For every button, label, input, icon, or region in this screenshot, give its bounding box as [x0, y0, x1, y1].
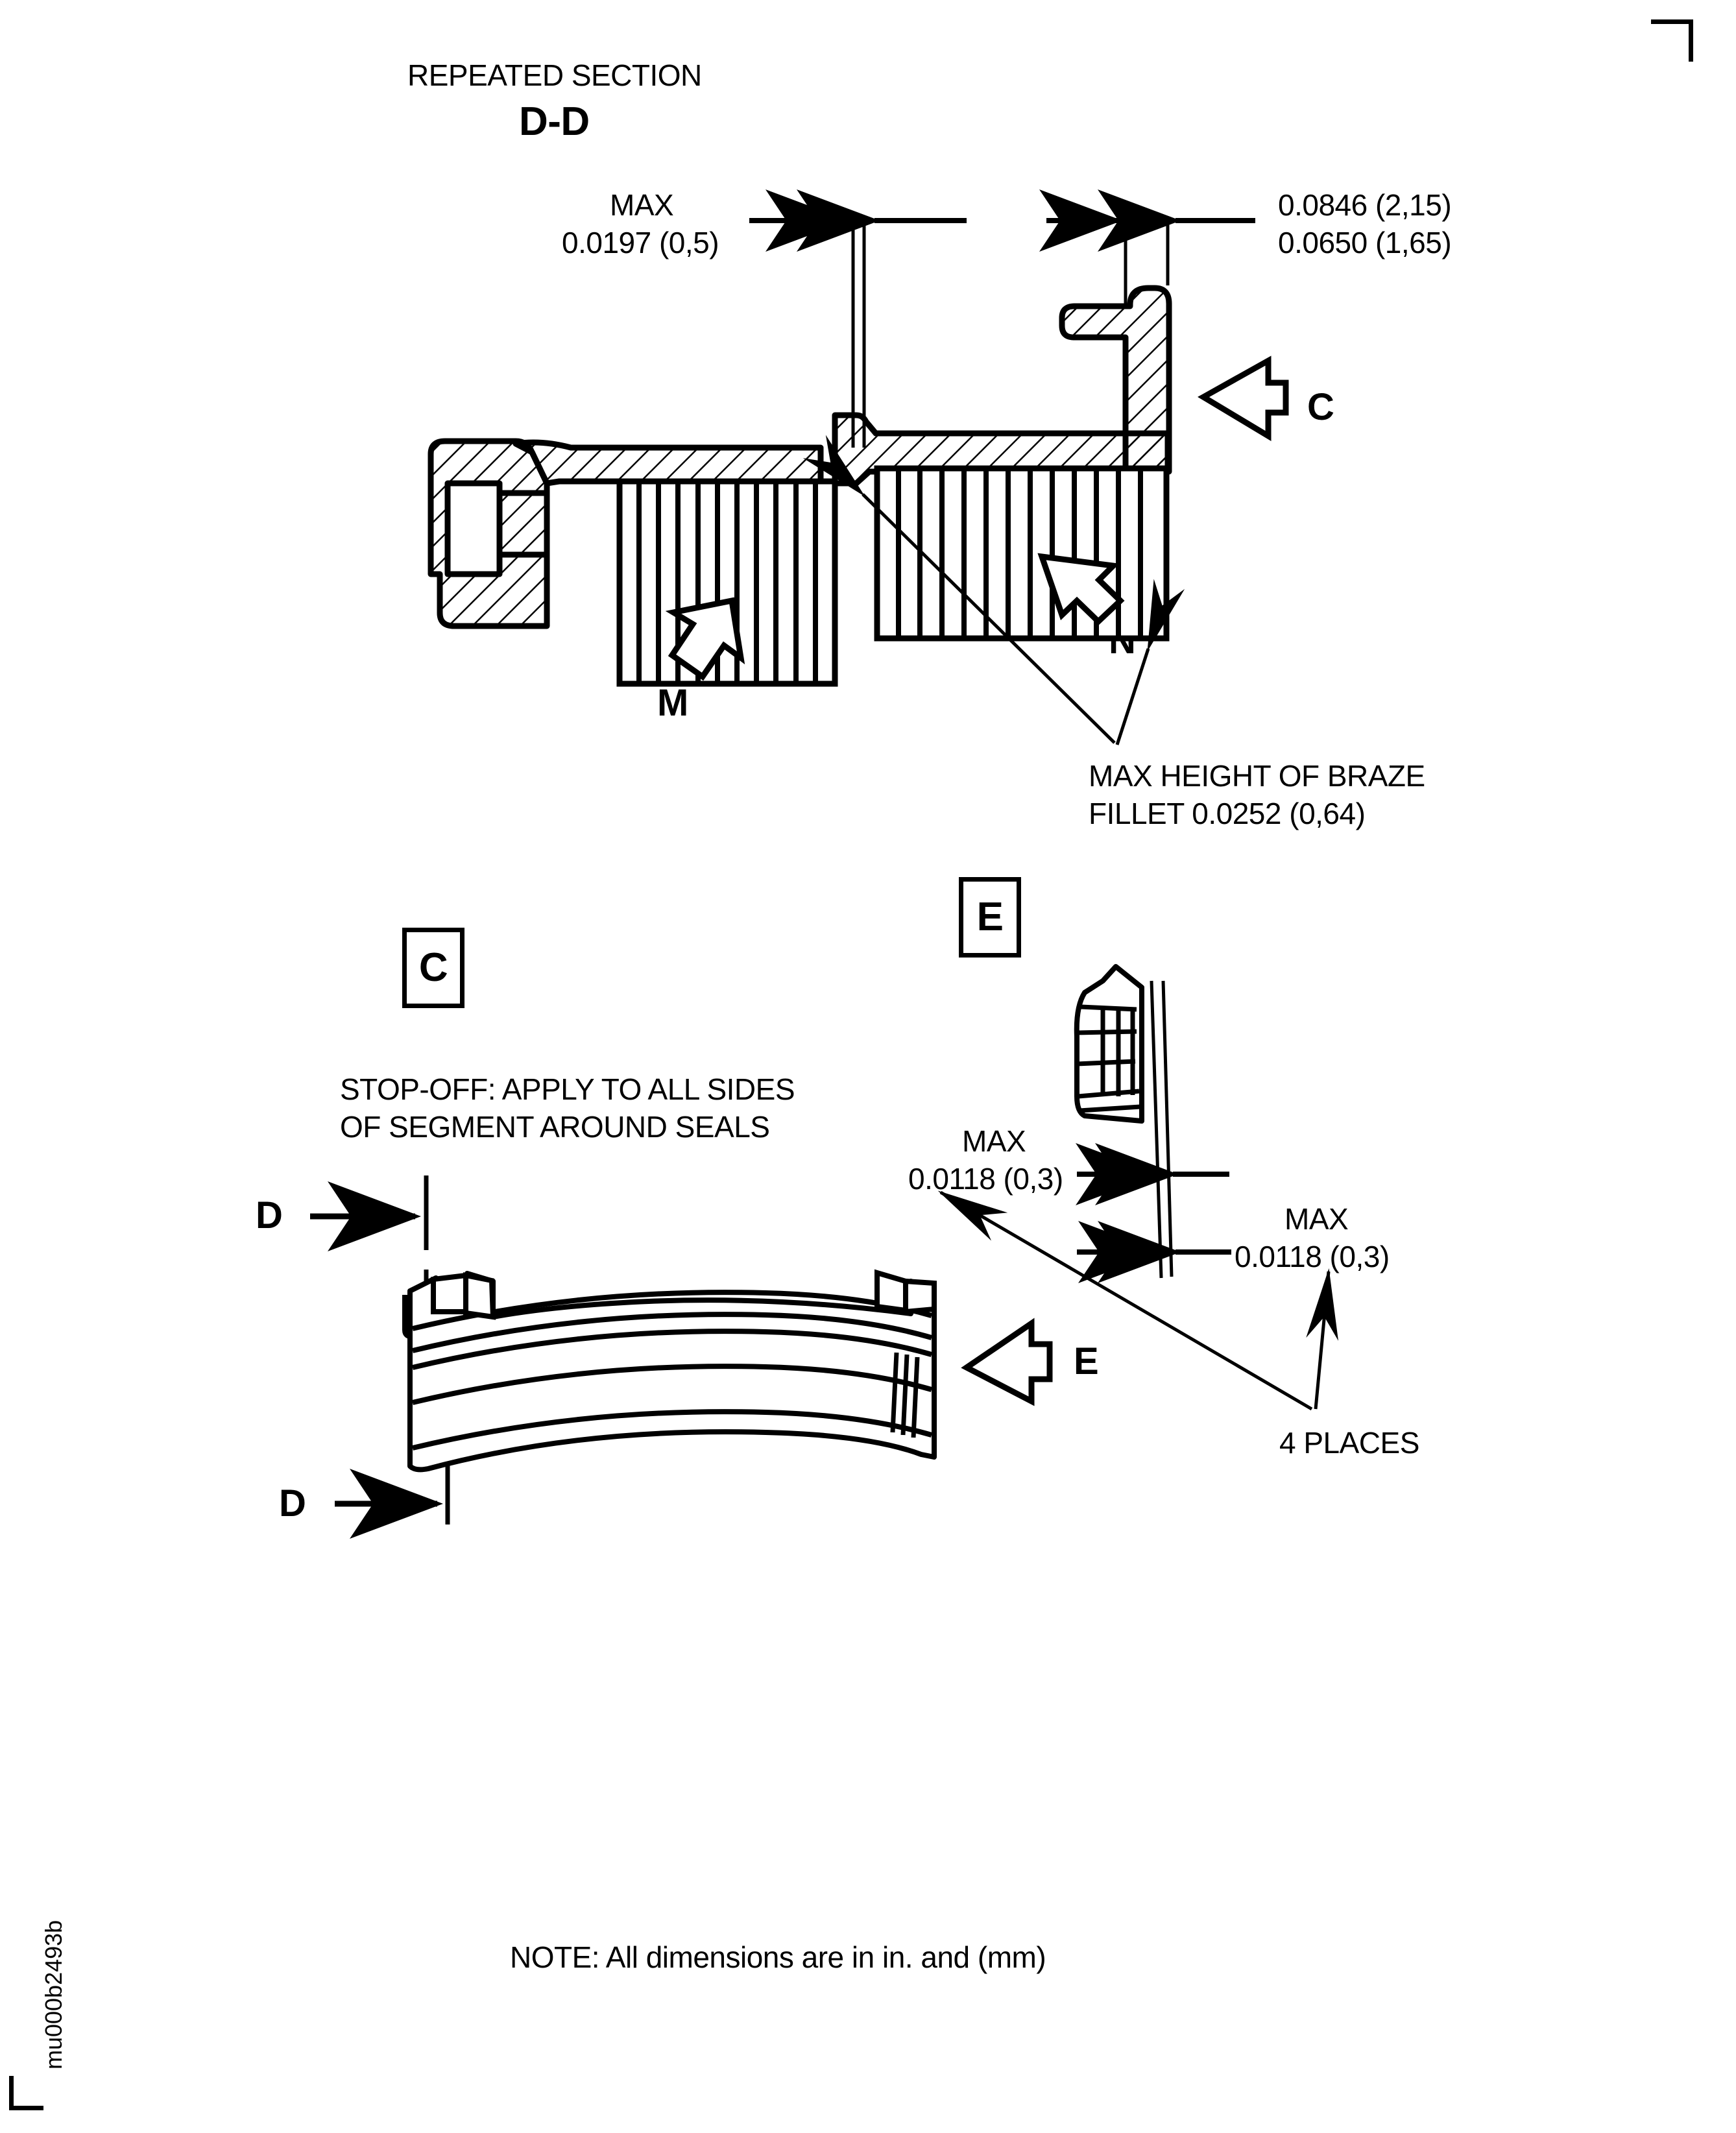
curved-segment-body [402, 1295, 457, 1340]
curved-segment-outline [407, 1269, 937, 1473]
stopoff-note-line-2: OF SEGMENT AROUND SEALS [340, 1110, 770, 1144]
arrow-m-label: M [657, 682, 688, 724]
places-leader-lines [937, 1190, 1339, 1411]
dim-right-extension-lines [1124, 219, 1170, 304]
registration-corner-mark-top-right [1651, 19, 1693, 62]
detail-e-fin-body [1074, 964, 1174, 1279]
dim-left-value: 0.0197 (0,5) [562, 226, 719, 259]
step-riser-and-right-plate [821, 448, 1160, 626]
right-hook-member [1122, 280, 1177, 348]
section-mark-d-bottom: D [279, 1482, 306, 1524]
detail-flag-c: C [402, 928, 464, 1008]
detail-e-dim-upper-value: 0.0118 (0,3) [908, 1162, 1063, 1196]
stopoff-note-line-1: STOP-OFF: APPLY TO ALL SIDES [340, 1072, 795, 1106]
right-hook-profile [1059, 285, 1172, 475]
detail-e-places-note: 4 PLACES [1279, 1426, 1419, 1460]
arrow-n-label: N [1109, 620, 1136, 662]
honeycomb-left [616, 478, 838, 687]
braze-note-line-2: FILLET 0.0252 (0,64) [1089, 797, 1366, 830]
upper-horizontal-plate [512, 439, 824, 487]
braze-leader-lines [802, 435, 1185, 745]
detail-e-dim-upper-max: MAX [962, 1124, 1026, 1158]
section-mark-d-top: D [256, 1194, 283, 1236]
honeycomb-right [874, 465, 1170, 642]
section-mark-arrows-d [310, 1181, 443, 1539]
hollow-arrow-c [1198, 356, 1289, 441]
section-dd-left-channel [429, 442, 830, 636]
arrow-c-label: C [1307, 386, 1334, 428]
arrow-e-label: E [1074, 1340, 1099, 1382]
detail-flag-c-label: C [418, 945, 448, 991]
left-channel-body [428, 438, 550, 629]
dim-left-extension-lines [851, 219, 866, 448]
bottom-note: NOTE: All dimensions are in in. and (mm) [510, 1940, 1046, 1974]
hollow-arrow-n [1037, 553, 1125, 626]
section-cut-lines-d [424, 1175, 450, 1524]
detail-flag-e: E [959, 877, 1021, 958]
detail-flag-e-label: E [976, 895, 1004, 940]
mid-step-plate [832, 419, 1148, 481]
dim-right-value-upper: 0.0846 (2,15) [1278, 188, 1452, 222]
dim-right-value-lower: 0.0650 (1,65) [1278, 226, 1452, 259]
right-upper-plate [832, 412, 1171, 487]
hollow-arrow-m [665, 597, 745, 681]
detail-e-dim-lower-max: MAX [1284, 1202, 1349, 1236]
registration-corner-mark-bottom-left [9, 2076, 43, 2110]
section-dd-title: REPEATED SECTION [407, 58, 702, 92]
braze-note-line-1: MAX HEIGHT OF BRAZE [1089, 759, 1425, 793]
detail-e-dim-lower-value: 0.0118 (0,3) [1235, 1240, 1390, 1273]
dim-left-max-label: MAX [610, 188, 674, 222]
hollow-arrow-e [961, 1318, 1053, 1406]
sheet-id-vertical: mu000b2493b [40, 1920, 67, 2069]
section-dd-label: D-D [519, 99, 590, 144]
